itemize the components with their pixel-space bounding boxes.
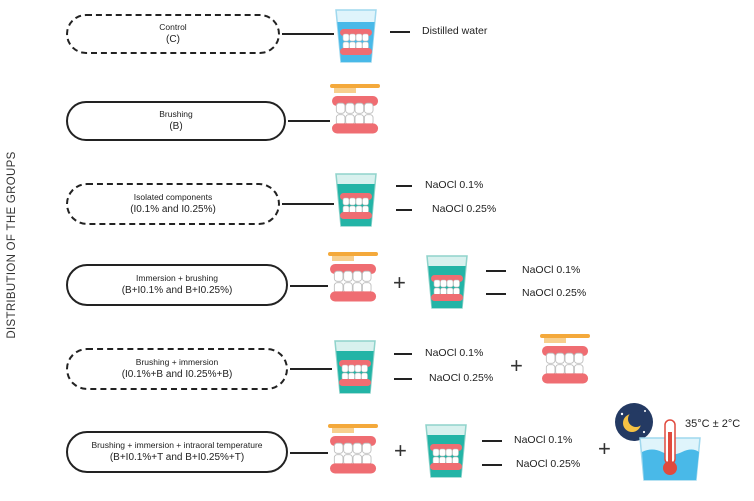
dentures-in-solution-glass-icon xyxy=(333,339,377,395)
group-brushing-immersion-name: Brushing + immersion xyxy=(135,356,219,367)
solution-label: NaOCl 0.25% xyxy=(522,287,587,299)
dentures-in-solution-glass-icon xyxy=(425,254,469,310)
toothbrush-over-dentures-icon xyxy=(328,424,380,478)
connector xyxy=(482,464,502,466)
connector xyxy=(396,209,412,211)
group-brushing-pill: Brushing (B) xyxy=(66,101,286,141)
thermometer-icon xyxy=(663,419,677,475)
plus-sign: + xyxy=(393,270,406,295)
connector xyxy=(290,452,328,454)
toothbrush-over-dentures-icon xyxy=(328,252,380,306)
group-temperature-code: (B+I0.1%+T and B+I0.25%+T) xyxy=(109,451,245,463)
connector xyxy=(390,31,410,33)
side-label: DISTRIBUTION OF THE GROUPS xyxy=(0,0,24,501)
connector xyxy=(394,353,412,355)
group-brushing-immersion-code: (I0.1%+B and I0.25%+B) xyxy=(121,368,233,380)
toothbrush-over-dentures-icon xyxy=(540,334,592,388)
solution-label: Distilled water xyxy=(422,25,488,37)
group-control-code: (C) xyxy=(166,33,180,45)
group-brushing-code: (B) xyxy=(169,120,183,132)
dentures-in-solution-glass-icon xyxy=(424,423,468,479)
dentures-in-solution-glass-icon xyxy=(334,172,378,228)
connector xyxy=(394,378,412,380)
group-isolated-code: (I0.1% and I0.25%) xyxy=(130,203,216,215)
moon-icon xyxy=(615,403,653,441)
connector xyxy=(486,270,506,272)
side-label-text: DISTRIBUTION OF THE GROUPS xyxy=(6,151,18,339)
connector xyxy=(288,120,330,122)
connector xyxy=(282,33,334,35)
temperature-label: 35°C ± 2°C xyxy=(685,418,741,430)
toothbrush-over-dentures-icon xyxy=(330,84,382,138)
plus-sign: + xyxy=(394,438,407,463)
group-immersion-brushing-name: Immersion + brushing xyxy=(136,272,218,283)
group-control-name: Control xyxy=(159,21,187,32)
solution-label: NaOCl 0.1% xyxy=(425,347,484,359)
dentures-in-water-glass-icon xyxy=(334,8,378,64)
connector xyxy=(486,293,506,295)
connector xyxy=(290,285,328,287)
plus-sign: + xyxy=(510,353,523,378)
solution-label: NaOCl 0.1% xyxy=(425,179,484,191)
group-immersion-brushing-code: (B+I0.1% and B+I0.25%) xyxy=(121,284,233,296)
group-brushing-name: Brushing xyxy=(159,108,193,119)
group-temperature-name: Brushing + immersion + intraoral tempera… xyxy=(91,439,263,450)
group-temperature-pill: Brushing + immersion + intraoral tempera… xyxy=(66,431,288,473)
plus-sign: + xyxy=(598,436,611,461)
solution-label: NaOCl 0.25% xyxy=(429,372,494,384)
group-isolated-pill: Isolated components (I0.1% and I0.25%) xyxy=(66,183,280,225)
group-isolated-name: Isolated components xyxy=(133,191,213,202)
solution-label: NaOCl 0.1% xyxy=(514,434,573,446)
connector xyxy=(282,203,334,205)
connector xyxy=(396,185,412,187)
connector xyxy=(482,440,502,442)
solution-label: NaOCl 0.25% xyxy=(432,203,497,215)
solution-label: NaOCl 0.25% xyxy=(516,458,581,470)
group-immersion-brushing-pill: Immersion + brushing (B+I0.1% and B+I0.2… xyxy=(66,264,288,306)
group-brushing-immersion-pill: Brushing + immersion (I0.1%+B and I0.25%… xyxy=(66,348,288,390)
group-control-pill: Control (C) xyxy=(66,14,280,54)
solution-label: NaOCl 0.1% xyxy=(522,264,581,276)
connector xyxy=(290,368,332,370)
